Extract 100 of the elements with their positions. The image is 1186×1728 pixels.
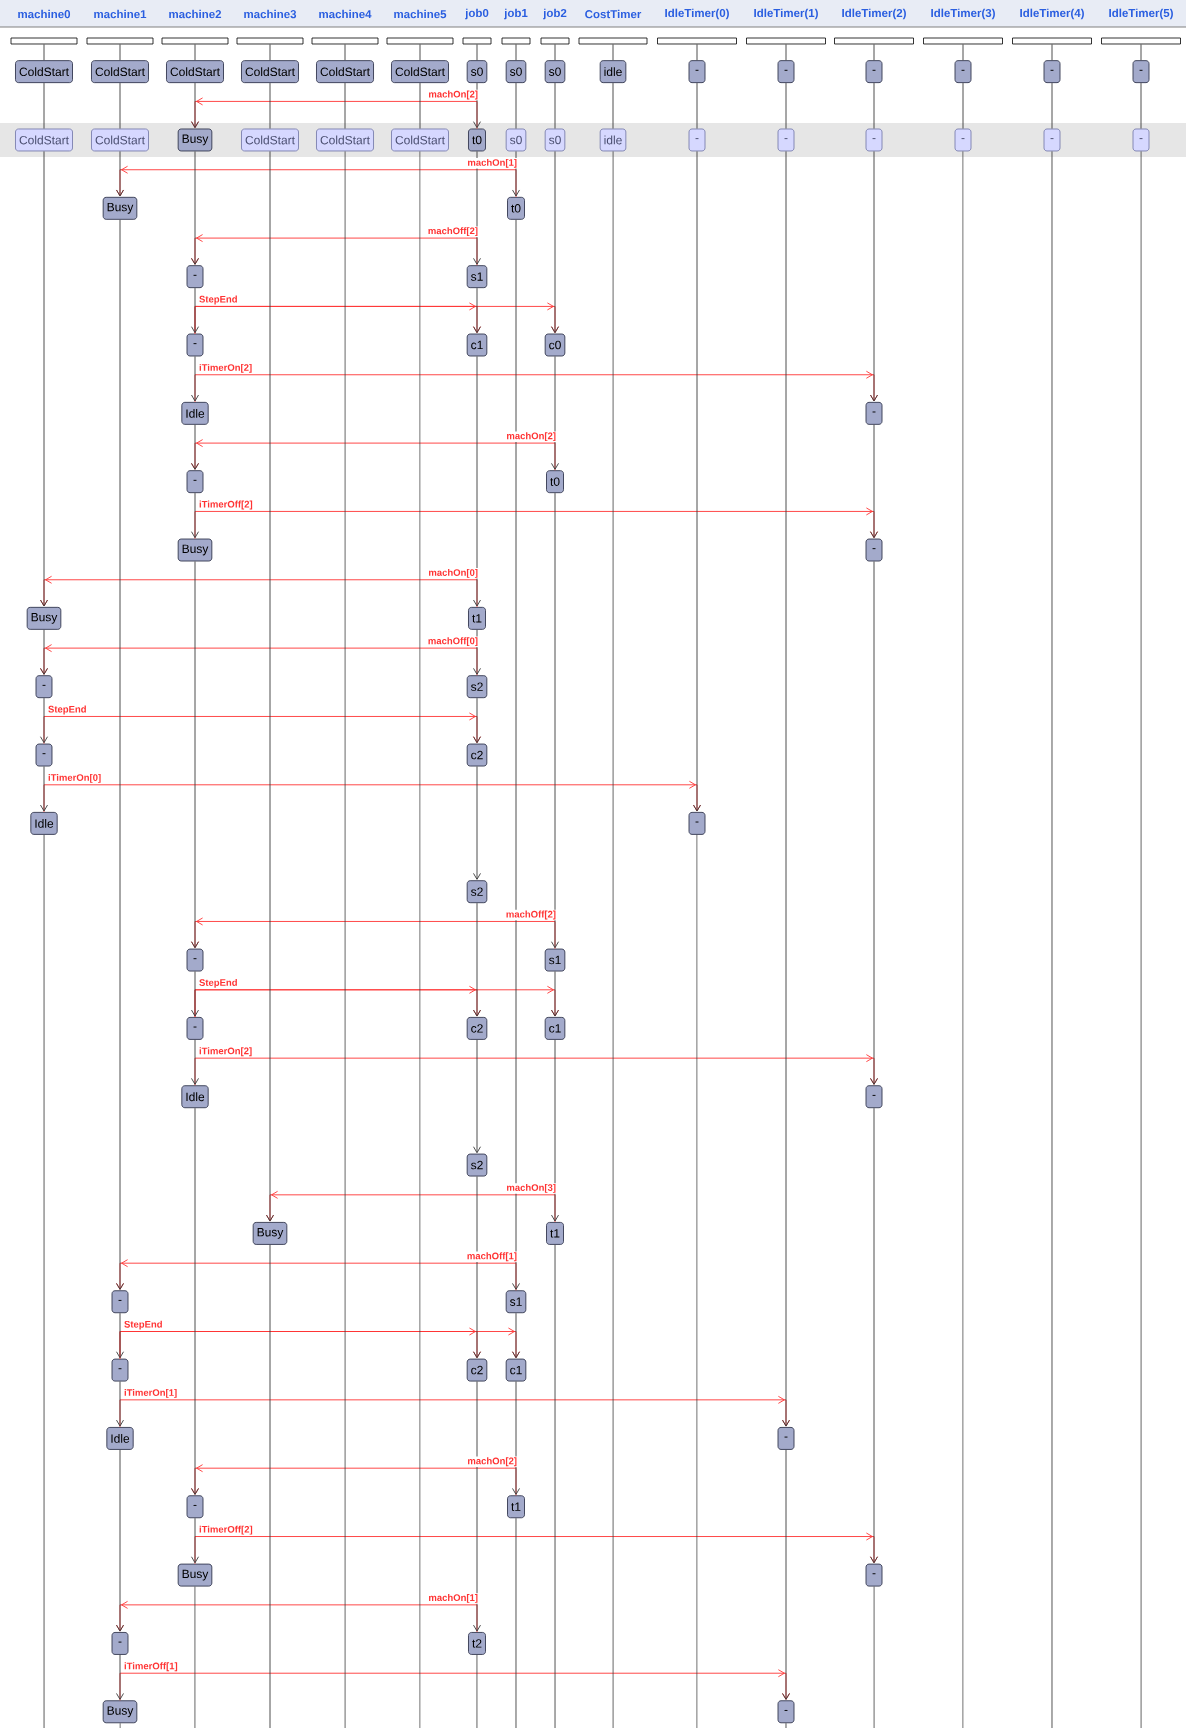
lifeline	[476, 1654, 478, 1728]
state-box: s0	[505, 128, 527, 152]
node-label: IdleTimer(2)	[842, 8, 906, 20]
arrow	[870, 1107, 878, 1564]
lifeline-header: IdleTimer(2)	[834, 8, 914, 45]
lifeline	[419, 82, 421, 129]
arrow	[551, 971, 559, 1017]
edge-label: machOff[2]	[506, 910, 556, 920]
arrow	[191, 1107, 199, 1495]
lifeline-header: IdleTimer(0)	[657, 8, 737, 45]
lifeline	[785, 1722, 787, 1728]
node-label: IdleTimer(1)	[754, 8, 818, 20]
state-box: t2	[468, 1632, 486, 1655]
state-box: c2	[466, 1016, 488, 1040]
arrow	[40, 697, 48, 744]
node-label: machine0	[18, 9, 71, 19]
arrow	[551, 1039, 559, 1222]
arrow	[116, 219, 124, 1290]
state-box: idle	[599, 128, 627, 152]
node-label: machine1	[94, 9, 147, 19]
state-box: -	[865, 1563, 883, 1587]
lifeline	[119, 1722, 121, 1728]
state-box: ColdStart	[91, 60, 149, 84]
lifeline-header: job1	[501, 8, 531, 45]
node-label: IdleTimer(0)	[665, 8, 729, 20]
arrow	[191, 82, 199, 129]
arrow	[191, 1517, 199, 1564]
state-box: -	[186, 333, 204, 357]
lifeline-header: machine1	[86, 9, 154, 45]
lifeline	[43, 82, 45, 129]
state-box: s2	[466, 675, 488, 699]
lifeline-header: machine2	[161, 9, 229, 45]
node-label: machine3	[244, 9, 297, 19]
lifeline	[554, 1244, 556, 1728]
state-box: s1	[505, 1290, 527, 1314]
lifeline	[962, 151, 964, 1728]
edge-label: iTimerOff[1]	[124, 1662, 178, 1672]
arrow	[191, 971, 199, 1017]
lifeline	[419, 151, 421, 1728]
lifeline	[612, 82, 614, 129]
state-box: s0	[466, 60, 488, 84]
node-label: job0	[465, 8, 489, 20]
lifeline	[962, 82, 964, 129]
lifeline	[785, 43, 787, 61]
state-box: ColdStart	[15, 128, 73, 152]
lifeline-header: machine3	[236, 9, 304, 45]
node-label: IdleTimer(4)	[1020, 8, 1084, 20]
lifeline	[785, 82, 787, 129]
lifeline	[476, 43, 478, 61]
arrow	[473, 697, 481, 744]
state-box: -	[777, 1426, 795, 1450]
arrow	[870, 151, 878, 402]
state-box: -	[688, 60, 706, 84]
state-box: -	[35, 743, 53, 767]
state-box: -	[777, 1700, 795, 1724]
arrow	[512, 1312, 520, 1359]
lifeline	[515, 1517, 517, 1728]
lifeline-header: IdleTimer(4)	[1012, 8, 1092, 45]
edge-label: StepEnd	[199, 295, 237, 305]
lifeline	[344, 82, 346, 129]
state-box: Busy	[102, 1700, 138, 1724]
lifeline-header: CostTimer	[578, 9, 648, 45]
arrow	[473, 1381, 481, 1632]
state-box: s1	[544, 948, 566, 972]
lifeline	[344, 151, 346, 1728]
arrow	[551, 356, 559, 470]
state-box: -	[111, 1358, 129, 1382]
arrow	[782, 151, 790, 1427]
arrow	[512, 1381, 520, 1495]
arrow	[191, 1039, 199, 1085]
edge-label: machOff[1]	[467, 1252, 517, 1262]
state-box: -	[1132, 128, 1150, 152]
state-box: s2	[466, 1153, 488, 1177]
edge-label: machOn[2]	[507, 432, 556, 442]
node-label: machine4	[319, 9, 372, 19]
edge-label: StepEnd	[124, 1320, 162, 1330]
arrow	[870, 561, 878, 1085]
state-box: c0	[544, 333, 566, 357]
edge-label: machOff[0]	[428, 637, 478, 647]
arrow	[40, 629, 48, 675]
arrow	[512, 219, 520, 1290]
lifeline	[269, 1244, 271, 1728]
lifeline	[43, 43, 45, 61]
lifeline	[43, 834, 45, 1728]
lifeline	[1051, 43, 1053, 61]
state-box: c2	[466, 1358, 488, 1382]
lifeline	[612, 43, 614, 61]
arrow	[266, 151, 274, 1222]
node-label: machine5	[394, 9, 447, 19]
state-box: t0	[468, 128, 486, 152]
state-box: t0	[546, 470, 564, 494]
state-box: ColdStart	[241, 60, 299, 84]
state-box: -	[865, 128, 883, 152]
lifeline	[1140, 43, 1142, 61]
lifeline	[515, 43, 517, 61]
edge-label: machOn[3]	[507, 1184, 556, 1193]
state-box: t1	[546, 1221, 564, 1245]
edge-label: iTimerOn[0]	[48, 773, 101, 783]
arrow	[191, 287, 199, 334]
arrow	[870, 424, 878, 539]
